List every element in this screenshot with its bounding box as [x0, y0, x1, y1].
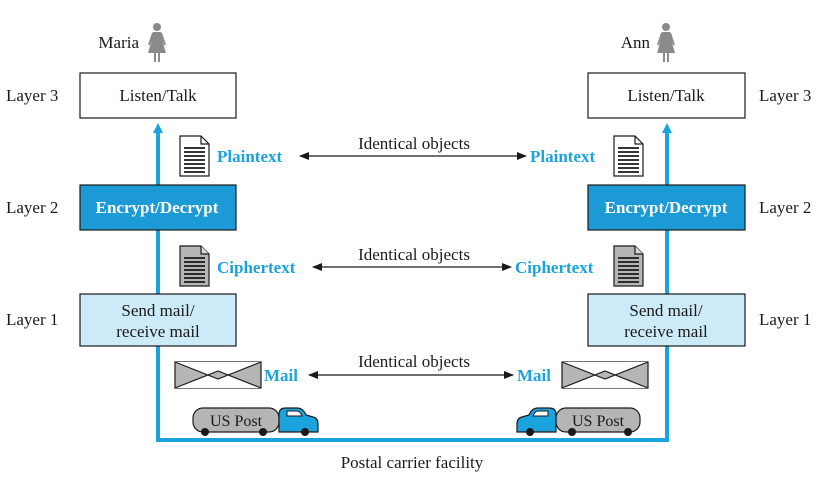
left-mail-line2: receive mail — [116, 322, 200, 341]
left-mail-label: Mail — [264, 366, 298, 385]
right-layer1-label: Layer 1 — [759, 310, 811, 329]
left-mail-line1: Send mail/ — [121, 301, 194, 320]
person-icon — [147, 22, 167, 63]
left-layer3-label: Layer 3 — [6, 86, 58, 105]
left-plaintext-label: Plaintext — [217, 147, 282, 166]
right-encrypt-box — [587, 184, 746, 231]
right-layer2-label: Layer 2 — [759, 198, 811, 217]
truck-icon: US Post — [192, 407, 319, 436]
right-truck-label: US Post — [572, 413, 625, 430]
left-truck-label: US Post — [210, 413, 263, 430]
right-listen-talk-box — [587, 72, 746, 119]
right-encrypt-text: Encrypt/Decrypt — [605, 198, 728, 217]
right-listen-talk-text: Listen/Talk — [627, 86, 705, 105]
document-icon — [179, 245, 210, 287]
document-icon — [179, 135, 210, 177]
right-mail-label: Mail — [517, 366, 551, 385]
right-mail-box — [587, 293, 746, 347]
left-listen-talk-box — [79, 72, 237, 119]
left-encrypt-text: Encrypt/Decrypt — [96, 198, 219, 217]
left-user-name: Maria — [98, 33, 139, 52]
left-encrypt-box — [79, 184, 237, 231]
postal-facility-label: Postal carrier facility — [341, 453, 484, 472]
envelope-icon — [561, 361, 649, 389]
left-layer2-label: Layer 2 — [6, 198, 58, 217]
truck-icon: US Post — [516, 407, 641, 436]
document-icon — [613, 135, 644, 177]
document-icon — [613, 245, 644, 287]
left-layer1-label: Layer 1 — [6, 310, 58, 329]
left-ciphertext-label: Ciphertext — [217, 258, 296, 277]
mail-identical-label: Identical objects — [358, 352, 470, 371]
left-listen-talk-text: Listen/Talk — [119, 86, 197, 105]
right-plaintext-label: Plaintext — [530, 147, 595, 166]
ciphertext-identical-label: Identical objects — [358, 245, 470, 264]
person-icon — [656, 22, 676, 63]
left-mail-box — [79, 293, 237, 347]
right-mail-line1: Send mail/ — [629, 301, 702, 320]
right-layer3-label: Layer 3 — [759, 86, 811, 105]
right-ciphertext-label: Ciphertext — [515, 258, 594, 277]
envelope-icon — [174, 361, 262, 389]
right-user-name: Ann — [621, 33, 651, 52]
right-mail-line2: receive mail — [624, 322, 708, 341]
plaintext-identical-label: Identical objects — [358, 134, 470, 153]
